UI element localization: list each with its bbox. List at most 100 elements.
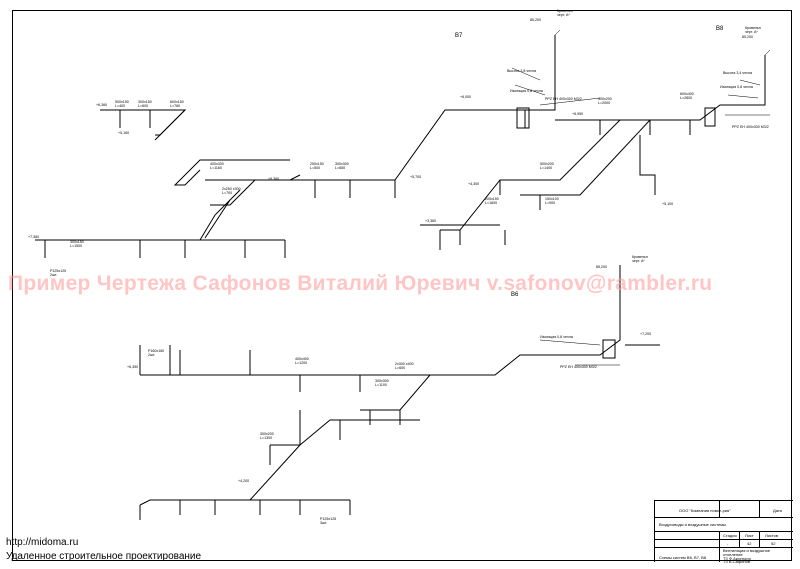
footer-description: Удаленное строительное проектирование bbox=[6, 551, 202, 562]
b7-fan-unit bbox=[516, 107, 530, 129]
b8-fan-unit bbox=[704, 107, 716, 127]
elevation-label: +7,360 bbox=[28, 235, 39, 239]
stamp-note-2: отопление bbox=[723, 552, 743, 557]
b8-roof-label-2: черт. А* bbox=[745, 30, 758, 34]
elevation-label: +6,360 bbox=[96, 103, 107, 107]
elevation-label: +7,200 bbox=[640, 332, 651, 336]
duct-label: L=2000 bbox=[598, 101, 610, 105]
duct-label: 300x150 bbox=[138, 100, 152, 104]
elevation-label: +5,360 bbox=[268, 177, 279, 181]
duct-label: 2x250 x300 bbox=[222, 187, 241, 191]
b6-fan-label: PPZ EH 400x300 M3/2 bbox=[560, 365, 597, 369]
elevation-label: +4,300 bbox=[468, 182, 479, 186]
b6-insulation-label: Изоляция 0,8 чехла bbox=[540, 335, 573, 339]
system-title-b6: В6 bbox=[511, 292, 519, 298]
b8-height-label: Высота 3,4 чехла bbox=[723, 71, 752, 75]
b6-roof-label-3: 85,200 bbox=[596, 265, 607, 269]
b7-roof-label-3: 85,200 bbox=[530, 18, 541, 22]
duct-label: 400x200 bbox=[598, 97, 612, 101]
duct-label: L=1100 bbox=[375, 383, 387, 387]
duct-label: 150x100 bbox=[545, 197, 559, 201]
duct-label: L=760 bbox=[170, 104, 180, 108]
elevation-label: +5,160 bbox=[118, 131, 129, 135]
system-b8-ducts bbox=[420, 49, 771, 250]
duct-label: 300x300 bbox=[375, 379, 389, 383]
elevation-label: +5,100 bbox=[662, 202, 673, 206]
b7-roof-label-2: черт. А* bbox=[557, 13, 570, 17]
duct-label: L=900 bbox=[545, 201, 555, 205]
drawing-title: Воздуховоды и воздушные системы bbox=[659, 522, 726, 527]
elevation-label: +3,360 bbox=[425, 219, 436, 223]
b7-height-label: Высота 3,8 чехла bbox=[507, 69, 536, 73]
b8-roof-label-1: Кровельн bbox=[745, 26, 761, 30]
b7-fan-label: PPZ EH 400x300 M3/2 bbox=[545, 97, 582, 101]
duct-label: L=600 bbox=[395, 366, 405, 370]
duct-label: 300x150 bbox=[70, 240, 84, 244]
duct-label: 250x150 bbox=[310, 162, 324, 166]
b6-roof-label-2: черт. А* bbox=[632, 259, 645, 263]
stage-header: Стадия bbox=[723, 533, 737, 538]
duct-label: L=1500 bbox=[70, 244, 82, 248]
title-block: ООО "Компания новое-рия" Дата Воздуховод… bbox=[654, 500, 793, 564]
duct-label: L=1160 bbox=[210, 166, 222, 170]
watermark-text: Пример Чертежа Сафонов Виталий Юревич v.… bbox=[8, 272, 713, 295]
duct-label: L=500 bbox=[310, 166, 320, 170]
stage-value: - bbox=[727, 541, 729, 546]
elevation-label: +5,950 bbox=[572, 112, 583, 116]
b6-fan-unit bbox=[602, 339, 616, 359]
b8-fan-label: PPZ EH 400x300 M3/2 bbox=[732, 125, 769, 129]
elevation-label: +5,700 bbox=[410, 175, 421, 179]
sheets-header: Листов bbox=[765, 533, 778, 538]
duct-label: P160x160 bbox=[148, 349, 164, 353]
duct-label: P125x125 bbox=[50, 269, 66, 273]
duct-label: 200x150 bbox=[485, 197, 499, 201]
b8-roof-label-3: 85,200 bbox=[742, 35, 753, 39]
duct-label: 500x150 bbox=[115, 100, 129, 104]
duct-label: 400x300 bbox=[210, 162, 224, 166]
duct-label: 2шт. bbox=[50, 273, 57, 277]
duct-label: L=1600 bbox=[485, 201, 497, 205]
elevation-label: +6,350 bbox=[127, 365, 138, 369]
duct-label: L=650 bbox=[335, 166, 345, 170]
duct-label: L=1300 bbox=[260, 436, 272, 440]
duct-label: 3шт. bbox=[320, 521, 327, 525]
sheet-name: Схемы систем В6, В7, В8 bbox=[659, 555, 707, 560]
sheet-value: 42 bbox=[747, 541, 752, 546]
duct-label: 600x150 bbox=[170, 100, 184, 104]
system-b6-ducts bbox=[139, 265, 660, 520]
duct-label: 2x300 x400 bbox=[395, 362, 414, 366]
duct-label: L=700 bbox=[222, 191, 232, 195]
sheets-value: 52 bbox=[771, 541, 776, 546]
duct-label: 300x200 bbox=[260, 432, 274, 436]
date-label: Дата bbox=[773, 508, 782, 513]
duct-label: 600x400 bbox=[680, 92, 694, 96]
duct-label: L=400 bbox=[115, 104, 125, 108]
system-title-b7: В7 bbox=[455, 33, 463, 39]
drawing-frame bbox=[12, 10, 792, 561]
duct-label: 500x200 bbox=[540, 162, 554, 166]
b8-insulation-label: Изоляция 0,8 чехла bbox=[720, 85, 753, 89]
duct-label: L=1400 bbox=[540, 166, 552, 170]
duct-label: 300x300 bbox=[335, 162, 349, 166]
company-name: ООО "Компания новое-рия" bbox=[679, 508, 731, 513]
duct-label: L=2800 bbox=[680, 96, 692, 100]
duct-label: 2шт. bbox=[148, 353, 155, 357]
footer-site-link[interactable]: http://midoma.ru bbox=[6, 537, 79, 548]
duct-label: L=1200 bbox=[295, 361, 307, 365]
system-title-b8: В8 bbox=[716, 26, 724, 32]
stamp-note-1: Вентиляция и воздушное bbox=[723, 548, 771, 553]
b7-insulation-label: Изоляция 0,8 чехла bbox=[510, 89, 543, 93]
elevation-label: +6,000 bbox=[460, 95, 471, 99]
stamp-note-4: ТЗ В.Сафонов bbox=[723, 559, 750, 564]
b6-roof-label-1: Кровельн bbox=[632, 255, 648, 259]
elevation-label: +4,200 bbox=[238, 479, 249, 483]
duct-label: P125x125 bbox=[320, 517, 336, 521]
system-b7-ducts bbox=[35, 29, 601, 258]
b7-roof-label-1: Кровельн bbox=[557, 9, 573, 13]
duct-label: L=600 bbox=[138, 104, 148, 108]
duct-label: 400x400 bbox=[295, 357, 309, 361]
sheet-header: Лист bbox=[745, 533, 754, 538]
stamp-note-3: ТЗ Ф.Аксеноля bbox=[723, 556, 751, 561]
